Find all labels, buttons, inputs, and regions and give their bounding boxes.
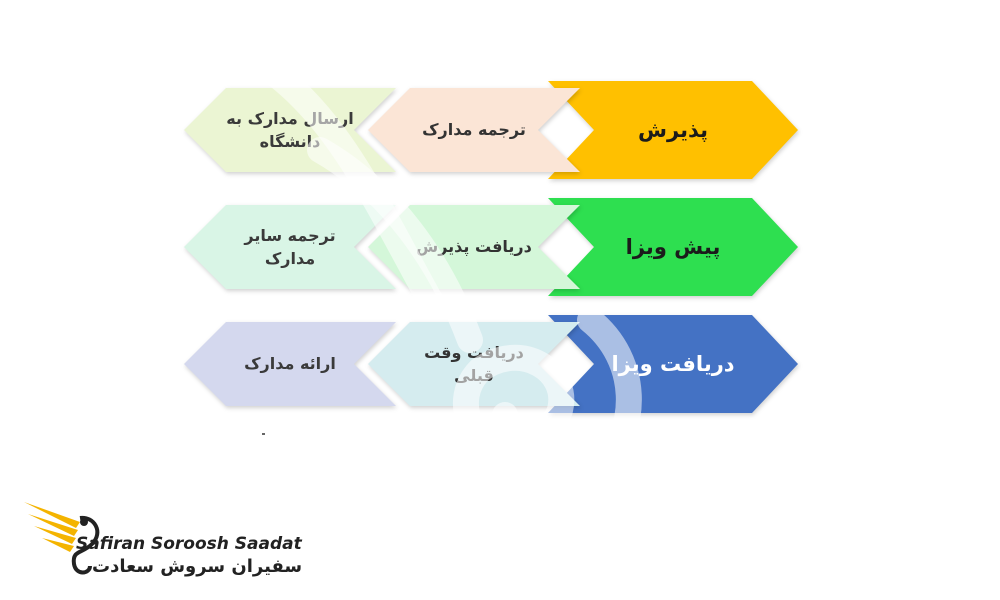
chevron-label: دریافت پذیرش — [416, 237, 532, 257]
stray-dot — [262, 433, 265, 435]
chevron-label: ترجمه مدارک — [422, 120, 526, 140]
chevron-translate-other-documents: ترجمه سایر مدارک — [184, 205, 396, 289]
chevron-translate-documents: ترجمه مدارک — [368, 88, 580, 172]
chevron-submit-documents: ارائه مدارک — [184, 322, 396, 406]
chevron-receive-admission: دریافت پذیرش — [368, 205, 580, 289]
wing-logo-icon — [24, 502, 100, 575]
chevron-pre-visa: پیش ویزا — [548, 198, 798, 296]
chevron-label: ترجمه سایر مدارک — [244, 225, 336, 268]
chevron-label: ارائه مدارک — [244, 354, 336, 374]
chevron-label: ارسال مدارک به دانشگاه — [226, 108, 354, 151]
chevron-receive-visa: دریافت ویزا — [548, 315, 798, 413]
chevron-admission: پذیرش — [548, 81, 798, 179]
chevron-shape — [548, 198, 798, 296]
chevron-label: دریافت ویزا — [611, 351, 735, 376]
chevron-send-documents: ارسال مدارک به دانشگاه — [184, 88, 396, 172]
chevron-get-appointment: دریافت وقت قبلی — [368, 322, 580, 406]
chevron-shape — [548, 81, 798, 179]
logo-text-fa: سفیران سروش سعادت — [92, 556, 303, 577]
logo-text-en: Safiran Soroosh Saadat — [76, 534, 302, 554]
chevron-label: دریافت وقت قبلی — [424, 342, 524, 385]
chevron-label: پذیرش — [638, 117, 708, 142]
chevron-label: پیش ویزا — [625, 234, 721, 259]
